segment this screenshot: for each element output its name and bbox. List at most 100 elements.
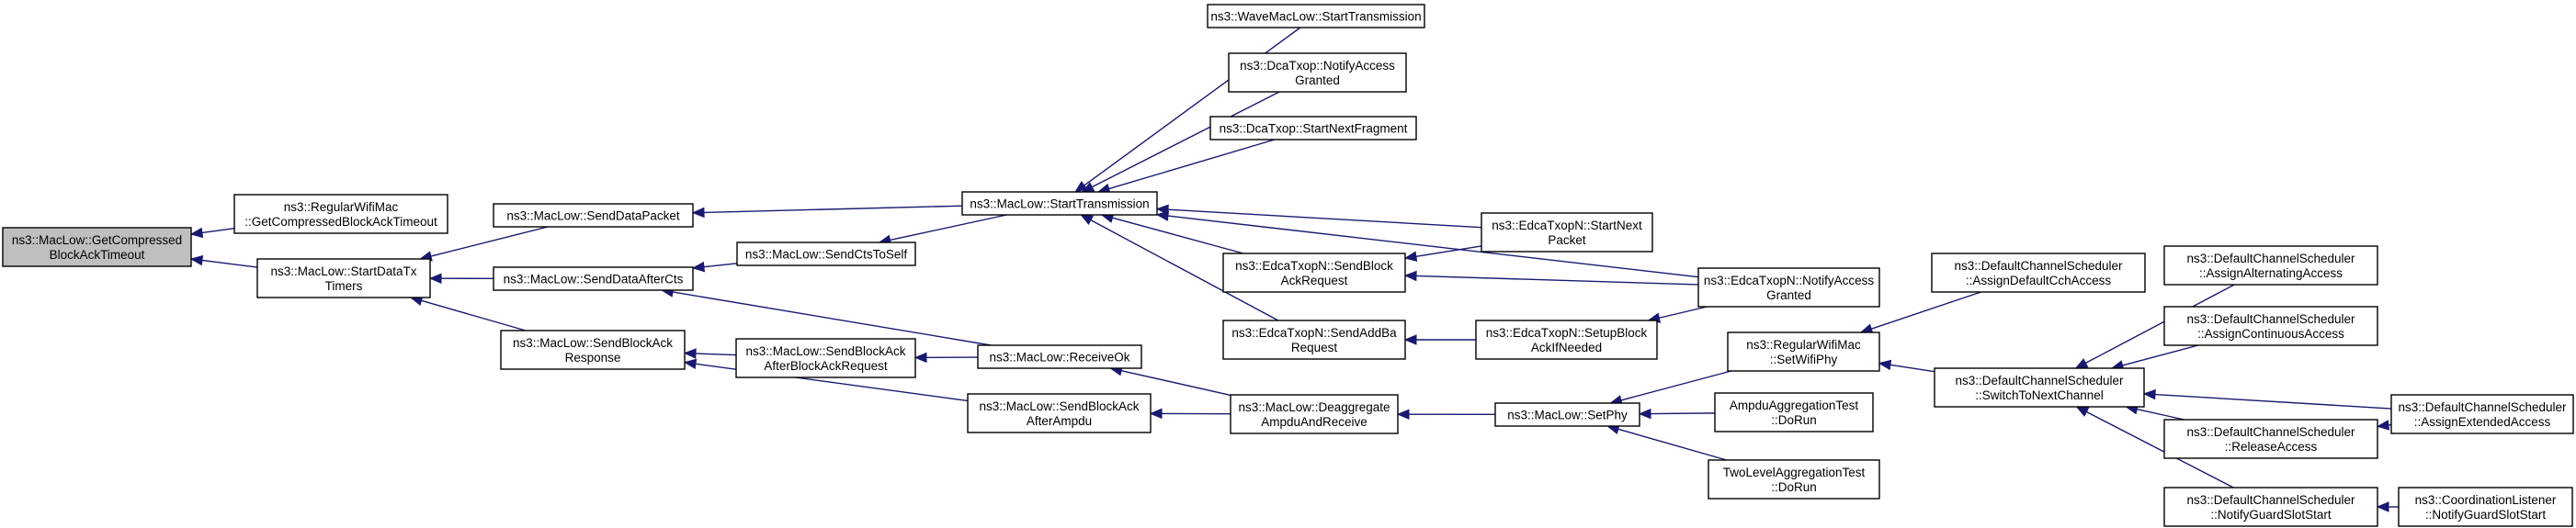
node-label-line: ns3::MacLow::StartTransmission xyxy=(970,197,1149,211)
node-label-line: ::AssignContinuousAccess xyxy=(2197,327,2344,341)
node-box xyxy=(256,258,431,298)
node-receiveok[interactable]: ns3::MacLow::ReceiveOk xyxy=(977,344,1142,369)
node-box xyxy=(2163,487,2378,527)
node-box xyxy=(2163,306,2378,346)
node-label-line: ns3::DcaTxop::StartNextFragment xyxy=(1220,122,1408,136)
node-wavemaclow_start[interactable]: ns3::WaveMacLow::StartTransmission xyxy=(1207,4,1425,28)
edge-arrowhead xyxy=(428,273,442,284)
edge-arrowhead xyxy=(189,254,204,266)
edge-arrowhead xyxy=(2376,420,2390,431)
node-senddatapacket[interactable]: ns3::MacLow::SendDataPacket xyxy=(493,203,694,228)
edge-coordlistener_notifyguard-to-dcs_notifyguard xyxy=(2376,501,2399,512)
node-label-line: ::DoRun xyxy=(1771,480,1817,494)
edge-edca_startnextpacket-to-edca_sendblockackrequest xyxy=(1403,245,1482,262)
node-label-line: TwoLevelAggregationTest xyxy=(1723,466,1866,479)
node-dcs_assignalternating[interactable]: ns3::DefaultChannelScheduler::AssignAlte… xyxy=(2163,245,2378,286)
node-box xyxy=(1494,402,1640,427)
edge-twoleveltest_dorun-to-setphy xyxy=(1606,423,1727,461)
edge-line xyxy=(2154,393,2392,410)
node-box xyxy=(493,266,694,291)
edge-arrowhead xyxy=(1155,210,1170,221)
node-label-line: ns3::DefaultChannelScheduler xyxy=(2186,252,2355,265)
edge-arrowhead xyxy=(2074,358,2089,369)
edge-setphy-to-deaggregate xyxy=(1396,409,1496,420)
edge-receiveok-to-senddataaftercts xyxy=(660,286,992,346)
node-dcs_assignextended[interactable]: ns3::DefaultChannelScheduler::AssignExte… xyxy=(2390,394,2574,434)
node-box xyxy=(1222,253,1406,293)
node-label-line: AmpduAndReceive xyxy=(1261,415,1367,429)
node-label-line: Timers xyxy=(325,279,363,293)
edge-line xyxy=(430,226,549,257)
node-label-line: AmpduAggregationTest xyxy=(1730,399,1859,412)
node-label-line: Granted xyxy=(1766,288,1811,302)
node-label-line: ::SetWifiPhy xyxy=(1770,353,1838,366)
node-sendctstoself[interactable]: ns3::MacLow::SendCtsToSelf xyxy=(736,242,916,266)
node-box xyxy=(493,203,694,228)
edge-arrowhead xyxy=(1149,408,1163,420)
node-dcs_notifyguard[interactable]: ns3::DefaultChannelScheduler::NotifyGuar… xyxy=(2163,487,2378,527)
node-label-line: Granted xyxy=(1295,73,1340,87)
node-label-line: ns3::MacLow::SendBlockAck xyxy=(745,344,905,358)
edge-line xyxy=(1091,91,1280,188)
node-box xyxy=(2,227,192,267)
node-regularwifimac_getcompressed[interactable]: ns3::RegularWifiMac::GetCompressedBlockA… xyxy=(233,194,448,234)
edge-dcs_switchtonext-to-regularwifimac_setwifiphy xyxy=(1878,359,1935,373)
node-label-line: BlockAckTimeout xyxy=(50,248,145,262)
edge-dcs_assignextended-to-dcs_switchtonext xyxy=(2142,388,2392,410)
node-sendblockackafterbar[interactable]: ns3::MacLow::SendBlockAckAfterBlockAckRe… xyxy=(735,338,916,378)
node-dcs_assigncontinuous[interactable]: ns3::DefaultChannelScheduler::AssignCont… xyxy=(2163,306,2378,346)
node-label-line: ns3::MacLow::ReceiveOk xyxy=(989,351,1129,365)
node-dcs_switchtonext[interactable]: ns3::DefaultChannelScheduler::SwitchToNe… xyxy=(1934,367,2145,408)
node-label-line: ns3::DefaultChannelScheduler xyxy=(1954,259,2123,273)
node-label-line: ns3::EdcaTxopN::StartNext xyxy=(1492,219,1642,232)
node-label-line: ns3::CoordinationListener xyxy=(2415,493,2557,507)
edge-line xyxy=(1871,291,1981,330)
node-label-line: ns3::DefaultChannelScheduler xyxy=(1955,374,2124,388)
node-getcompressed[interactable]: ns3::MacLow::GetCompressedBlockAckTimeou… xyxy=(2,227,192,267)
node-box xyxy=(1207,4,1425,28)
edge-edca_sendblockackrequest-to-starttransmission xyxy=(1100,212,1244,254)
edge-dcs_assignextended-to-dcs_releaseaccess xyxy=(2376,420,2392,431)
node-coordlistener_notifyguard[interactable]: ns3::CoordinationListener::NotifyGuardSl… xyxy=(2398,487,2573,527)
edge-line xyxy=(703,205,963,214)
node-label-line: ::NotifyGuardSlotStart xyxy=(2425,508,2547,522)
edge-sendblockackafterbar-to-sendblockackresponse xyxy=(683,348,737,359)
node-label-line: ns3::MacLow::GetCompressed xyxy=(12,233,182,247)
node-dcs_assigndefaultcch[interactable]: ns3::DefaultChannelScheduler::AssignDefa… xyxy=(1931,253,2146,293)
edge-edca_setupblockack-to-edca_sendaddba xyxy=(1403,334,1476,345)
node-starttransmission[interactable]: ns3::MacLow::StartTransmission xyxy=(961,191,1158,216)
node-setphy[interactable]: ns3::MacLow::SetPhy xyxy=(1494,402,1640,427)
node-dcatxop_startnextfragment[interactable]: ns3::DcaTxop::StartNextFragment xyxy=(1209,116,1417,140)
node-regularwifimac_setwifiphy[interactable]: ns3::RegularWifiMac::SetWifiPhy xyxy=(1727,331,1880,372)
node-box xyxy=(233,194,448,234)
edge-arrowhead xyxy=(1403,270,1417,282)
node-label-line: ::ReleaseAccess xyxy=(2225,440,2318,454)
node-box xyxy=(2163,245,2378,286)
edge-line xyxy=(1090,219,1279,321)
node-twoleveltest_dorun[interactable]: TwoLevelAggregationTest::DoRun xyxy=(1708,459,1880,500)
node-ampdutest_dorun[interactable]: AmpduAggregationTest::DoRun xyxy=(1714,392,1874,433)
node-label-line: ns3::MacLow::SendBlockAck xyxy=(979,399,1139,413)
node-label-line: ns3::RegularWifiMac xyxy=(1746,338,1861,352)
edge-arrowhead xyxy=(691,261,706,273)
edge-senddataaftercts-to-startdatatxtimers xyxy=(428,273,494,284)
node-box xyxy=(1714,392,1874,433)
edge-deaggregate-to-sendblockackafterampdu xyxy=(1149,408,1231,420)
node-dcs_releaseaccess[interactable]: ns3::DefaultChannelScheduler::ReleaseAcc… xyxy=(2163,419,2378,459)
node-label-line: ns3::DcaTxop::NotifyAccess xyxy=(1240,59,1395,73)
node-senddataaftercts[interactable]: ns3::MacLow::SendDataAfterCts xyxy=(493,266,694,291)
node-label-line: ns3::MacLow::SendCtsToSelf xyxy=(745,248,908,262)
node-label-line: ::NotifyGuardSlotStart xyxy=(2210,508,2332,522)
edge-sendblockackresponse-to-startdatatxtimers xyxy=(409,295,527,331)
edge-line xyxy=(201,228,235,234)
